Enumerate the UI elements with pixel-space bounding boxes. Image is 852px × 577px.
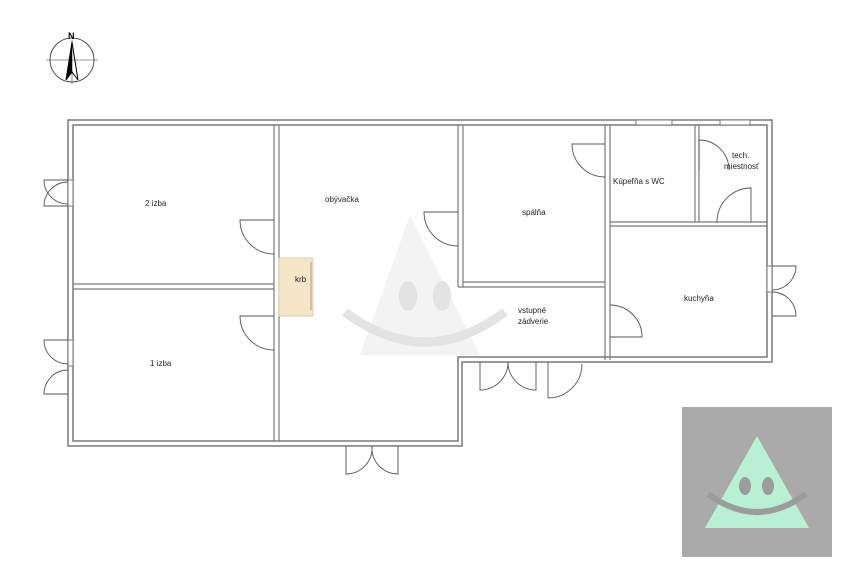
outer-walls [67, 119, 773, 447]
room-label-obyvacka: obývačka [325, 195, 359, 204]
watermark-logo [342, 215, 508, 355]
north-arrow-icon: N [46, 31, 98, 84]
room-label-krb: krb [295, 275, 307, 284]
room-label-kupelna: Kúpeľňa s WC [613, 177, 665, 186]
fireplace: krb [278, 257, 314, 317]
room-label-zadverie-line2: zádverie [518, 317, 549, 326]
room-label-izba-2: 2 izba [145, 199, 167, 208]
north-label: N [68, 31, 75, 41]
room-label-spalna: spálňa [522, 208, 546, 217]
windows [67, 119, 773, 367]
room-label-zadverie-line1: vstupné [518, 306, 547, 315]
brand-logo [682, 407, 832, 557]
doors [43, 139, 797, 475]
room-label-tech-line2: miestnosť [724, 162, 760, 171]
room-label-kuchyna: kuchyňa [684, 294, 714, 303]
room-label-tech-line1: tech. [732, 151, 749, 160]
room-label-izba-1: 1 izba [150, 359, 172, 368]
